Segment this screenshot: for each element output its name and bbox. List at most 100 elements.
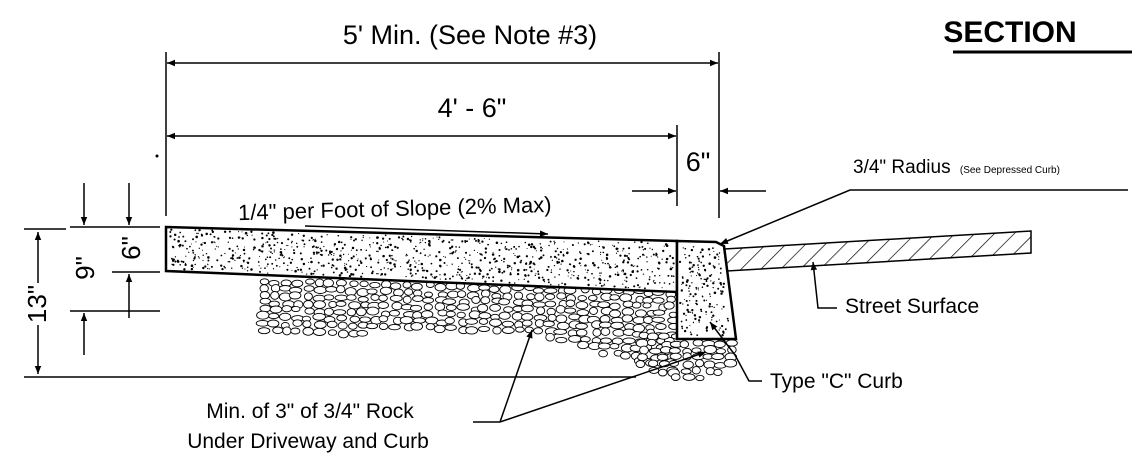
concrete-speck [266,263,269,266]
rock-pebble [288,291,302,300]
concrete-speck [652,253,655,256]
rock-pebble [456,290,467,298]
concrete-speck [646,268,649,271]
concrete-speck [368,243,371,246]
concrete-speck [384,234,387,237]
rock-pebble [388,323,401,331]
concrete-speck [670,275,673,277]
concrete-speck [171,263,173,266]
concrete-speck [296,266,298,269]
concrete-speck [405,253,408,256]
concrete-speck [694,317,697,321]
concrete-speck [605,253,609,257]
rock-pebble [556,292,567,300]
concrete-speck [680,289,683,292]
concrete-speck [629,273,632,277]
concrete-speck [178,236,180,238]
concrete-speck [458,246,461,248]
concrete-speck [171,259,175,262]
stray-dot [155,154,159,158]
rock-pebble [575,328,588,337]
rock-pebble [391,301,403,311]
concrete-speck [231,249,234,252]
concrete-speck [579,252,582,255]
concrete-speck [350,238,352,241]
concrete-speck [598,277,601,281]
concrete-speck [719,290,722,292]
concrete-speck [291,269,293,271]
concrete-speck [186,247,188,250]
concrete-speck [213,235,216,238]
concrete-speck [681,276,684,278]
concrete-speck [705,329,708,332]
concrete-speck [712,282,715,285]
concrete-speck [709,293,711,295]
concrete-speck [708,305,711,308]
concrete-speck [192,259,195,262]
concrete-speck [622,269,625,272]
concrete-speck [530,243,534,246]
rock-pebble [521,313,534,321]
concrete-speck [331,258,334,261]
concrete-speck [261,232,264,235]
concrete-speck [333,243,337,246]
concrete-speck [470,263,473,266]
concrete-speck [308,261,310,263]
concrete-speck [179,246,181,248]
concrete-speck [393,259,395,261]
concrete-speck [458,274,461,276]
concrete-speck [266,241,269,243]
concrete-speck [406,262,408,264]
concrete-speck [626,261,630,264]
rock-pebble [532,301,547,308]
rock-pebble [480,296,491,305]
concrete-speck [192,238,194,241]
concrete-speck [421,267,424,269]
rock-pebble [521,319,533,327]
concrete-speck [251,234,253,236]
concrete-speck [696,334,699,336]
concrete-speck [617,248,619,250]
concrete-speck [429,241,431,244]
concrete-speck [264,267,266,269]
concrete-speck [540,249,543,252]
concrete-speck [583,243,586,246]
concrete-speck [357,258,359,260]
concrete-speck [310,236,313,239]
concrete-speck [214,242,216,244]
concrete-speck [556,261,559,264]
rock-pebble [575,301,589,310]
concrete-speck [518,245,520,248]
concrete-speck [416,269,419,272]
concrete-speck [721,334,724,337]
concrete-speck [350,273,353,276]
concrete-speck [504,246,507,248]
concrete-speck [380,268,382,271]
concrete-speck [184,262,187,265]
rock-pebble [634,309,647,318]
concrete-speck [672,281,675,283]
concrete-speck [361,272,364,275]
concrete-speck [691,282,693,284]
rock-pebble [655,323,667,330]
concrete-speck [481,240,484,243]
concrete-speck [231,255,234,257]
rock-pebble [663,301,675,310]
concrete-speck [178,244,180,247]
concrete-speck [290,233,294,236]
concrete-speck [422,240,424,242]
rock-pebble [657,368,668,377]
concrete-speck [238,236,241,239]
concrete-speck [173,238,176,241]
concrete-speck [395,260,397,262]
concrete-speck [687,310,690,313]
concrete-speck [578,251,581,253]
concrete-speck [625,276,628,279]
concrete-speck [482,277,484,279]
concrete-speck [303,243,306,246]
concrete-speck [617,242,620,244]
rock-pebble [278,312,292,321]
concrete-speck [364,257,367,260]
concrete-speck [701,286,704,288]
concrete-speck [326,234,328,236]
